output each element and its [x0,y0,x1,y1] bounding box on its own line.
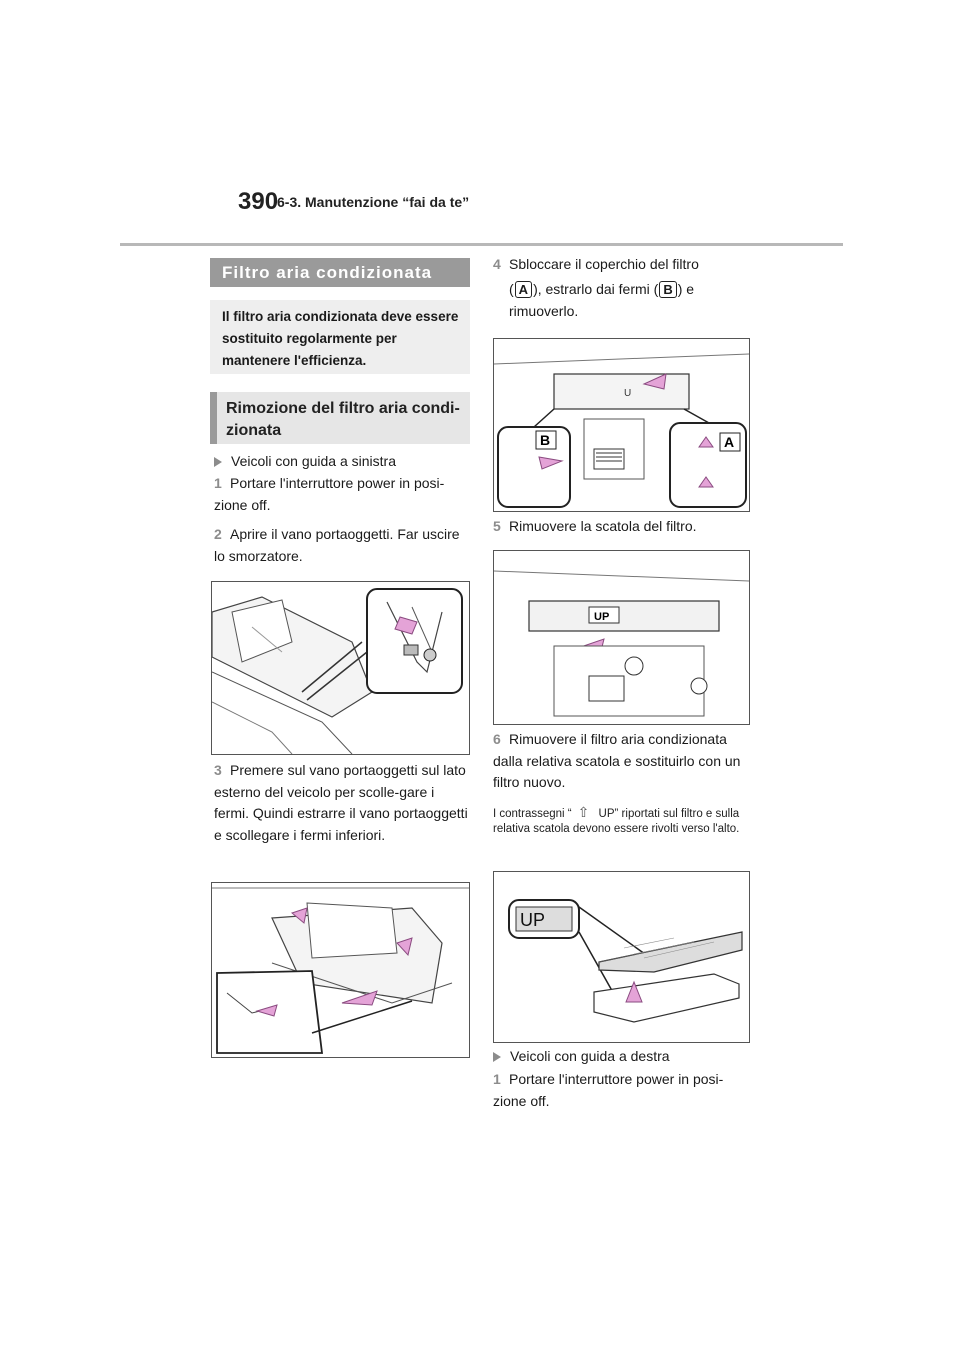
figure-filter-cover: U B A [493,338,750,512]
label-a-box: A [514,281,533,298]
filter-up-illustration: UP [508,899,743,1023]
bullet-rhd: Veicoli con guida a destra [493,1046,753,1068]
bullet-lhd-text: Veicoli con guida a sinistra [231,453,396,469]
up-marking: UP [594,611,609,623]
step-text: Portare l'interruttore power in posi-zio… [214,475,445,513]
step-number: 3 [214,762,222,778]
step-text: Premere sul vano portaoggetti sul lato e… [214,762,468,843]
bullet-lhd: Veicoli con guida a sinistra [214,451,470,473]
intro-box: Il filtro aria condizionata deve essere … [210,300,470,374]
main-heading: Filtro aria condizionata [210,258,470,287]
up-marking-small: U [624,388,631,399]
glovebox-illustration [212,887,469,1054]
callout-a: A [724,434,734,450]
step-number: 2 [214,526,222,542]
up-note: I contrassegni “⇧ UP” riportati sul filt… [493,804,740,835]
step-number: 6 [493,731,501,747]
callout-b: B [540,432,550,448]
figure-filter-up: UP [493,871,750,1043]
step-5: 5 Rimuovere la scatola del filtro. [493,516,753,538]
step-text: Sbloccare il coperchio del filtro [509,256,699,272]
figure-damper [211,581,470,755]
step-text: Rimuovere la scatola del filtro. [509,518,697,534]
step-4: 4 Sbloccare il coperchio del filtro [493,254,753,276]
filter-case-illustration: UP [494,570,749,717]
figure-filter-case: UP [493,550,750,725]
step-4-line2: (A), estrarlo dai fermi (B) e rimuoverlo… [509,281,695,319]
up-arrow-icon: ⇧ [577,804,590,820]
page-number: 390 [238,188,279,215]
bullet-arrow-icon [493,1052,501,1063]
filter-cover-illustration: U B A [494,353,749,508]
step-number: 1 [493,1071,501,1087]
header-divider [120,243,843,246]
step-number: 5 [493,518,501,534]
label-b-box: B [659,281,677,298]
step-number: 4 [493,256,501,272]
section-title: 6-3. Manutenzione “fai da te” [277,194,470,210]
step-text: Portare l'interruttore power in posi-zio… [493,1071,724,1109]
bullet-rhd-text: Veicoli con guida a destra [510,1048,670,1064]
figure-glovebox-removal [211,882,470,1058]
damper-illustration [212,588,463,754]
step-number: 1 [214,475,222,491]
sub-heading: Rimozione del filtro aria condi-zionata [210,392,470,444]
step-text: Rimuovere il filtro aria condizionata da… [493,731,741,790]
bullet-arrow-icon [214,457,222,468]
up-marking-large: UP [520,910,545,930]
step-text: Aprire il vano portaoggetti. Far uscire … [214,526,460,564]
